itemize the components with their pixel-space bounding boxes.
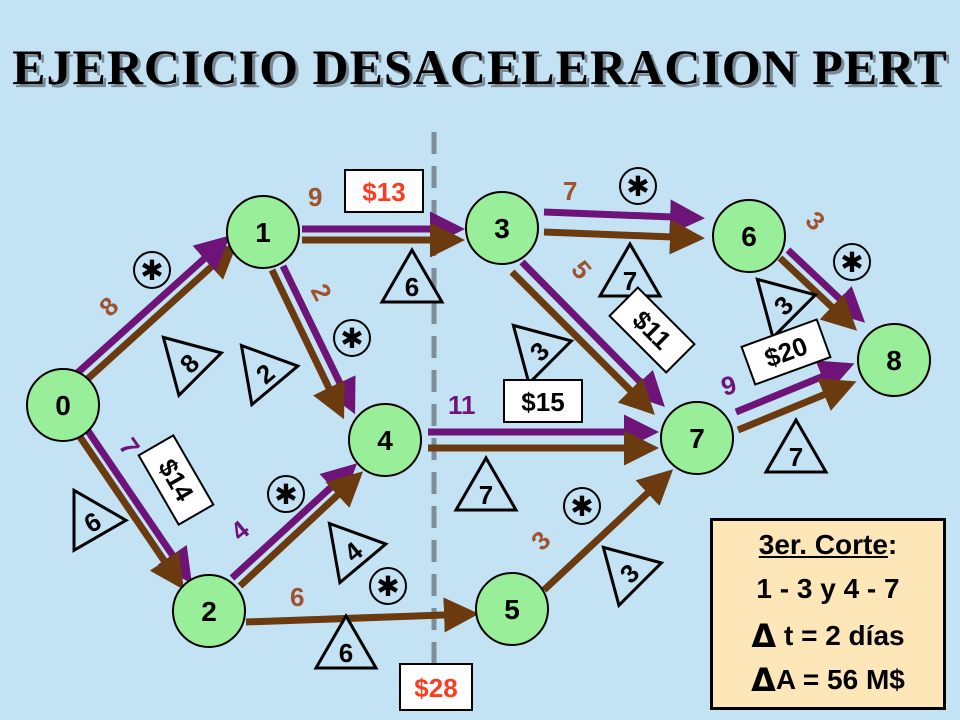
edge-3-6	[543, 199, 705, 255]
page-title: EJERCICIO DESACELERACION PERT	[12, 39, 948, 95]
svg-text:6: 6	[339, 638, 353, 668]
duration-7-8: 9	[718, 369, 740, 402]
summary-heading: 3er. Corte:	[758, 529, 898, 560]
star-icon: ✱	[833, 243, 871, 281]
node-5: 5	[475, 572, 549, 646]
node-0: 0	[26, 368, 100, 442]
duration-1-4: 2	[305, 279, 338, 306]
svg-text:✱: ✱	[376, 570, 399, 603]
tri-0-1: 8	[161, 335, 225, 399]
duration-1-3: 9	[308, 182, 322, 212]
star-icon: ✱	[333, 319, 371, 357]
svg-text:7: 7	[689, 423, 705, 454]
duration-4-7: 11	[448, 390, 476, 420]
duration-0-1: 8	[93, 291, 124, 322]
svg-text:5: 5	[504, 594, 520, 625]
svg-text:✱: ✱	[140, 254, 163, 287]
svg-text:2: 2	[201, 596, 217, 627]
edge-4-7	[428, 414, 659, 466]
svg-text:✱: ✱	[840, 246, 863, 279]
cost-1-3: $13	[344, 169, 424, 213]
edge-3-7	[509, 259, 665, 415]
duration-3-6: 7	[563, 176, 577, 206]
edge-5-7	[541, 469, 674, 593]
summary-delta-cost: ΔA = 56 M$	[751, 661, 905, 699]
tri-1-3: 6	[379, 246, 445, 304]
star-icon: ✱	[619, 167, 657, 205]
duration-6-8: 3	[800, 205, 831, 236]
node-8: 8	[857, 323, 931, 397]
star-icon: ✱	[267, 475, 305, 513]
svg-text:$28: $28	[414, 673, 457, 703]
svg-text:✱: ✱	[626, 170, 649, 203]
edge-2-5	[245, 597, 479, 633]
tri-2-4: 4	[327, 521, 389, 586]
tri-3-6: 7	[597, 240, 663, 298]
star-icon: ✱	[369, 567, 407, 605]
svg-text:0: 0	[55, 390, 71, 421]
svg-text:✱: ✱	[340, 322, 363, 355]
summary-box: 3er. Corte: 1 - 3 y 4 - 7 Δ t = 2 días Δ…	[710, 518, 946, 710]
summary-cut-activities: 1 - 3 y 4 - 7	[756, 573, 900, 604]
star-icon: ✱	[133, 251, 171, 289]
svg-text:$15: $15	[521, 387, 564, 417]
star-icon: ✱	[563, 487, 601, 525]
svg-text:6: 6	[405, 272, 419, 302]
svg-text:7: 7	[479, 480, 493, 510]
node-4: 4	[348, 403, 422, 477]
tri-2-5: 6	[313, 612, 379, 670]
tri-6-8: 3	[755, 277, 819, 341]
delta-icon: Δ	[751, 617, 777, 655]
node-6: 6	[712, 199, 786, 273]
delta-icon: Δ	[751, 661, 776, 699]
svg-text:4: 4	[377, 425, 393, 456]
svg-text:$13: $13	[362, 177, 405, 207]
svg-text:1: 1	[255, 217, 271, 248]
summary-delta-time: Δ t = 2 días	[751, 617, 905, 655]
svg-text:7: 7	[789, 442, 803, 472]
tri-5-7: 3	[601, 545, 665, 609]
cost-4-7: $15	[503, 379, 583, 423]
tri-7-8: 7	[763, 416, 829, 474]
edge-2-4	[229, 463, 364, 589]
duration-2-5: 6	[290, 582, 304, 612]
cost-0-2: $14	[137, 433, 215, 527]
svg-text:6: 6	[741, 221, 757, 252]
node-7: 7	[660, 401, 734, 475]
node-2: 2	[172, 574, 246, 648]
tri-0-2: 6	[72, 487, 129, 553]
cut-total-box: $28	[399, 663, 473, 711]
tri-3-7: 3	[511, 323, 575, 387]
duration-2-4: 4	[225, 514, 256, 547]
tri-4-7: 7	[453, 454, 519, 512]
edge-1-3	[302, 211, 465, 258]
node-3: 3	[465, 191, 539, 265]
svg-text:✱: ✱	[274, 478, 297, 511]
edge-1-4	[268, 264, 356, 420]
svg-text:7: 7	[623, 266, 637, 296]
svg-text:3: 3	[494, 213, 510, 244]
duration-3-7: 5	[565, 255, 597, 285]
svg-text:8: 8	[886, 345, 902, 376]
duration-5-7: 3	[525, 525, 556, 556]
edge-7-8	[734, 360, 857, 434]
node-1: 1	[226, 195, 300, 269]
tri-1-4: 2	[239, 343, 301, 408]
cost-7-8: $20	[740, 318, 832, 386]
edge-6-8	[777, 247, 866, 331]
edge-0-2	[75, 426, 192, 590]
svg-text:✱: ✱	[570, 490, 593, 523]
edge-0-1	[71, 235, 238, 387]
